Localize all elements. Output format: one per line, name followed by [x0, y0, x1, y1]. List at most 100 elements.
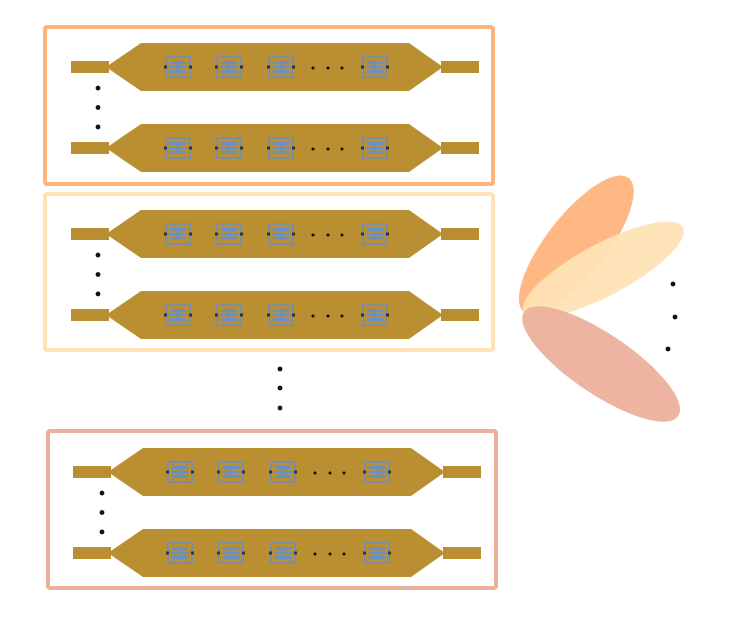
ellipsis-dot-3: [342, 471, 346, 475]
element-terminal-left: [267, 232, 270, 236]
radiating-element-4: [363, 542, 391, 564]
element-feed: [365, 233, 385, 235]
ellipsis-dot-3: [340, 147, 344, 151]
feed-stub-left: [71, 142, 109, 154]
element-terminal-left: [269, 551, 272, 555]
array-line-1-1: [71, 43, 479, 91]
element-terminal-right: [294, 470, 297, 474]
element-terminal-left: [361, 313, 364, 317]
feed-stub-left: [73, 466, 111, 478]
element-terminal-left: [269, 470, 272, 474]
element-terminal-right: [386, 65, 389, 69]
element-terminal-right: [292, 313, 295, 317]
element-terminal-left: [164, 232, 167, 236]
element-feed: [271, 314, 291, 316]
element-feed: [271, 147, 291, 149]
element-terminal-left: [166, 470, 169, 474]
element-feed: [170, 552, 190, 554]
element-terminal-left: [215, 146, 218, 150]
element-terminal-left: [361, 146, 364, 150]
element-terminal-left: [215, 232, 218, 236]
element-terminal-left: [363, 551, 366, 555]
group-1-vertical-dot-3: [95, 124, 101, 130]
element-feed: [170, 471, 190, 473]
element-terminal-left: [166, 551, 169, 555]
group-1-vertical-dot-1: [95, 85, 101, 91]
ellipsis-dot-2: [328, 471, 332, 475]
element-terminal-right: [242, 470, 245, 474]
beam-ellipsis-dot-1: [670, 281, 676, 287]
element-feed: [168, 314, 188, 316]
element-terminal-left: [363, 470, 366, 474]
radiating-element-4: [361, 304, 389, 326]
radiating-element-1: [166, 461, 194, 483]
element-feed: [168, 147, 188, 149]
beam-ellipsis-dot-2: [672, 314, 678, 320]
element-terminal-right: [388, 551, 391, 555]
radiating-element-1: [164, 137, 192, 159]
array-line-2-2: [71, 291, 479, 339]
ellipsis-dot-2: [328, 552, 332, 556]
element-terminal-left: [267, 313, 270, 317]
group-3-vertical-dot-2: [99, 510, 105, 515]
beam-3: [522, 306, 681, 422]
radiating-element-3: [267, 56, 295, 78]
element-terminal-left: [267, 65, 270, 69]
radiating-element-4: [361, 137, 389, 159]
feed-stub-right: [443, 547, 481, 559]
feed-stub-left: [73, 547, 111, 559]
element-feed: [219, 314, 239, 316]
ellipsis-dot-2: [326, 147, 330, 151]
element-terminal-right: [189, 146, 192, 150]
element-feed: [273, 471, 293, 473]
radiating-element-2: [215, 137, 243, 159]
element-terminal-right: [240, 313, 243, 317]
feed-stub-left: [71, 309, 109, 321]
element-terminal-right: [240, 146, 243, 150]
radiating-element-1: [164, 304, 192, 326]
feed-stub-right: [441, 309, 479, 321]
element-terminal-right: [388, 470, 391, 474]
radiating-element-3: [267, 223, 295, 245]
element-terminal-right: [189, 232, 192, 236]
element-feed: [221, 471, 241, 473]
element-terminal-left: [215, 65, 218, 69]
group-2-frame: [43, 192, 495, 352]
element-terminal-left: [361, 232, 364, 236]
feed-stub-left: [71, 61, 109, 73]
element-terminal-right: [292, 232, 295, 236]
radiating-element-3: [269, 542, 297, 564]
beam-2: [523, 221, 684, 318]
ellipsis-dot-3: [340, 314, 344, 318]
element-feed: [367, 552, 387, 554]
group-ellipsis-dot-1: [277, 366, 283, 372]
element-feed: [365, 147, 385, 149]
ellipsis-dot-2: [326, 66, 330, 70]
ellipsis-dot-3: [342, 552, 346, 556]
group-2-vertical-dot-3: [95, 291, 101, 297]
element-feed: [365, 66, 385, 68]
group-3-vertical-dot-1: [99, 490, 105, 496]
element-terminal-right: [189, 313, 192, 317]
element-terminal-left: [267, 146, 270, 150]
element-feed: [168, 233, 188, 235]
element-terminal-right: [240, 65, 243, 69]
ellipsis-dot-1: [311, 147, 315, 151]
element-terminal-right: [240, 232, 243, 236]
element-feed: [168, 66, 188, 68]
element-terminal-left: [164, 146, 167, 150]
radiating-element-2: [215, 304, 243, 326]
radiating-element-2: [217, 461, 245, 483]
feed-stub-right: [441, 61, 479, 73]
element-terminal-left: [164, 313, 167, 317]
group-2-vertical-dot-1: [95, 252, 101, 258]
element-feed: [271, 66, 291, 68]
ellipsis-dot-1: [313, 471, 317, 475]
element-feed: [367, 471, 387, 473]
ellipsis-dot-1: [311, 314, 315, 318]
feed-stub-right: [443, 466, 481, 478]
radiating-element-2: [215, 56, 243, 78]
radiating-element-1: [166, 542, 194, 564]
group-2-vertical-dot-2: [95, 272, 101, 277]
